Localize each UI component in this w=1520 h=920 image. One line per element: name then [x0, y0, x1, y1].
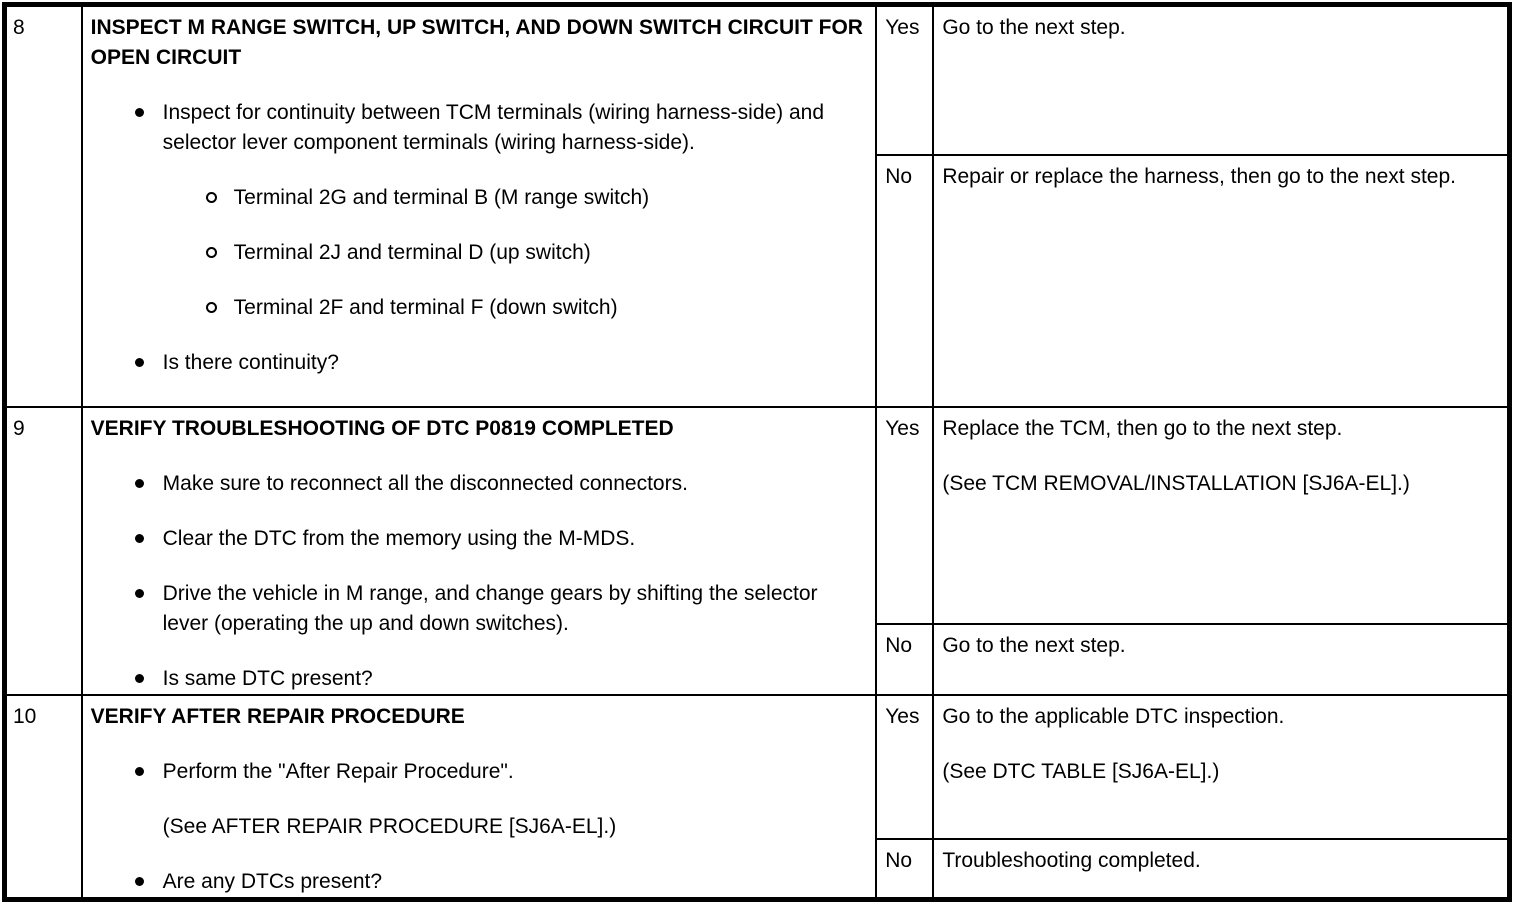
bullet-text: Drive the vehicle in M range, and change… [162, 581, 818, 635]
bullet-icon [134, 469, 163, 488]
step-10-no-label: No [875, 838, 935, 900]
bullet-icon [134, 524, 163, 543]
step-9-yes-row: 9 VERIFY TROUBLESHOOTING OF DTC P0819 CO… [3, 405, 1511, 696]
bullet-icon [134, 98, 163, 117]
sub-bullet-item: Terminal 2J and terminal D (up switch) [205, 238, 868, 268]
sub-bullet-item: Terminal 2G and terminal B (M range swit… [205, 183, 868, 213]
step-8-yes-action: Go to the next step. [932, 3, 1511, 156]
action-reference: (See TCM REMOVAL/INSTALLATION [SJ6A-EL].… [942, 471, 1410, 495]
step-10-no-row: No Troubleshooting completed. [5, 838, 1511, 900]
step-8-no-row: No Repair or replace the harness, then g… [5, 153, 1511, 408]
step-8-inspection: INSPECT M RANGE SWITCH, UP SWITCH, AND D… [80, 3, 878, 408]
step-9-inspection: VERIFY TROUBLESHOOTING OF DTC P0819 COMP… [80, 405, 878, 696]
step-8-number: 8 [3, 3, 83, 408]
circle-icon [205, 293, 234, 313]
step-9-no-action: Go to the next step. [932, 623, 1511, 696]
bullet-icon [134, 664, 163, 683]
step-8-yes-label: Yes [875, 3, 935, 156]
step-8-no-action: Repair or replace the harness, then go t… [932, 153, 1511, 408]
action-text: Replace the TCM, then go to the next ste… [942, 416, 1343, 440]
bullet-icon [134, 579, 163, 598]
bullet-item: Drive the vehicle in M range, and change… [134, 579, 868, 639]
step-10-no-action: Troubleshooting completed. [932, 838, 1511, 900]
bullet-icon [134, 348, 163, 367]
sub-bullet-item: Terminal 2F and terminal F (down switch) [205, 293, 868, 323]
bullet-text: Make sure to reconnect all the disconnec… [162, 471, 688, 495]
action-text: Go to the applicable DTC inspection. [942, 704, 1285, 728]
bullet-text: Is there continuity? [162, 351, 339, 374]
inspection-reference: (See AFTER REPAIR PROCEDURE [SJ6A-EL].) [162, 814, 617, 838]
step-8-yes-row: 8 INSPECT M RANGE SWITCH, UP SWITCH, AND… [3, 3, 1511, 408]
action-text: Troubleshooting completed. [942, 849, 1201, 873]
bullet-item: Is same DTC present? [134, 664, 868, 693]
circle-icon [205, 238, 234, 258]
troubleshooting-table: 8 INSPECT M RANGE SWITCH, UP SWITCH, AND… [2, 2, 1512, 902]
sub-bullet-text: Terminal 2G and terminal B (M range swit… [233, 186, 650, 209]
step-10-number: 10 [3, 693, 83, 900]
action-text: Repair or replace the harness, then go t… [942, 164, 1456, 188]
step-9-title: VERIFY TROUBLESHOOTING OF DTC P0819 COMP… [90, 416, 674, 440]
step-10-title: VERIFY AFTER REPAIR PROCEDURE [90, 704, 465, 728]
step-10-yes-action: Go to the applicable DTC inspection. (Se… [932, 693, 1511, 841]
action-text: Go to the next step. [942, 16, 1126, 39]
action-text: Go to the next step. [942, 634, 1126, 658]
step-10-yes-label: Yes [875, 693, 935, 841]
bullet-icon [134, 757, 163, 776]
bullet-text: Perform the "After Repair Procedure". [162, 759, 514, 783]
step-9-number: 9 [3, 405, 83, 696]
circle-icon [205, 183, 234, 203]
bullet-text: Are any DTCs present? [162, 869, 383, 893]
step-8-title: INSPECT M RANGE SWITCH, UP SWITCH, AND D… [90, 16, 863, 69]
step-8-no-label: No [875, 153, 935, 408]
step-9-no-label: No [875, 623, 935, 696]
sub-bullet-text: Terminal 2J and terminal D (up switch) [233, 241, 591, 264]
step-9-yes-label: Yes [875, 405, 935, 626]
bullet-item: Perform the "After Repair Procedure". [134, 757, 868, 787]
sub-bullet-text: Terminal 2F and terminal F (down switch) [233, 296, 618, 319]
bullet-text: Is same DTC present? [162, 666, 373, 690]
step-10-yes-row: 10 VERIFY AFTER REPAIR PROCEDURE Perform… [3, 693, 1511, 900]
bullet-item: Is there continuity? [134, 348, 868, 378]
bullet-item: Are any DTCs present? [134, 867, 868, 897]
bullet-text: Inspect for continuity between TCM termi… [162, 101, 825, 154]
action-reference: (See DTC TABLE [SJ6A-EL].) [942, 759, 1220, 783]
step-9-no-row: No Go to the next step. [5, 623, 1511, 696]
bullet-icon [134, 867, 163, 886]
bullet-item: Make sure to reconnect all the disconnec… [134, 469, 868, 499]
bullet-item: Inspect for continuity between TCM termi… [134, 98, 868, 158]
step-9-yes-action: Replace the TCM, then go to the next ste… [932, 405, 1511, 626]
step-10-inspection: VERIFY AFTER REPAIR PROCEDURE Perform th… [80, 693, 878, 900]
bullet-item: Clear the DTC from the memory using the … [134, 524, 868, 554]
bullet-text: Clear the DTC from the memory using the … [162, 526, 636, 550]
